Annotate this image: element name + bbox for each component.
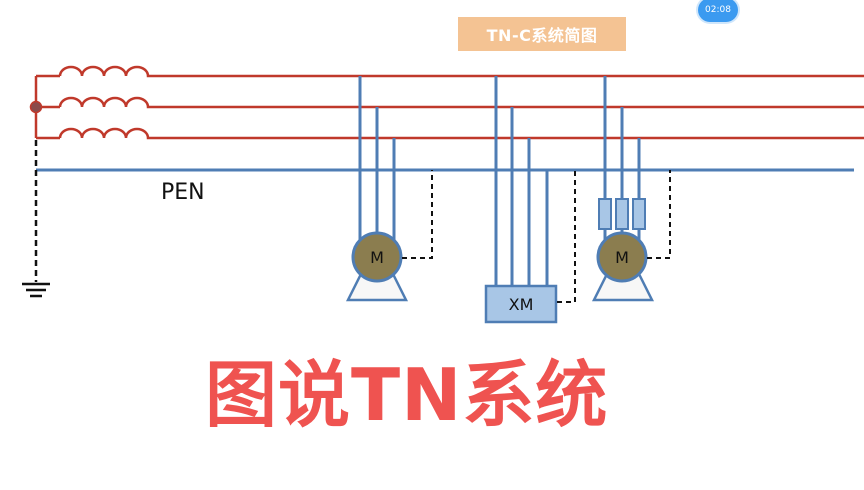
fuse-icon	[598, 198, 612, 230]
fuse-icon	[632, 198, 646, 230]
motor-2	[596, 231, 648, 283]
motor-1-pe-link	[402, 170, 433, 259]
box-feeders	[494, 76, 549, 286]
motor-1-label: M	[370, 248, 384, 267]
neutral-point	[29, 100, 43, 114]
caption-title: 图说TN系统	[205, 353, 609, 437]
distribution-box	[484, 284, 558, 324]
motor-2-pe-link	[647, 170, 671, 259]
coil-l2	[58, 96, 172, 109]
box-label: XM	[509, 295, 534, 314]
motor-1	[351, 231, 403, 283]
motor-2-label: M	[615, 248, 629, 267]
timer-badge[interactable]: 02:08	[698, 0, 738, 22]
fuse-icon	[615, 198, 629, 230]
transformer-coils	[58, 65, 172, 140]
coil-l3	[58, 127, 172, 140]
diagram-title: TN-C系统简图	[458, 17, 626, 51]
fuse-icons	[598, 198, 646, 230]
box-pe-link	[557, 170, 576, 303]
pen-label: PEN	[161, 180, 205, 205]
ground-icon	[22, 282, 50, 298]
motor-1-feeders	[358, 76, 396, 240]
coil-l1	[58, 65, 172, 78]
